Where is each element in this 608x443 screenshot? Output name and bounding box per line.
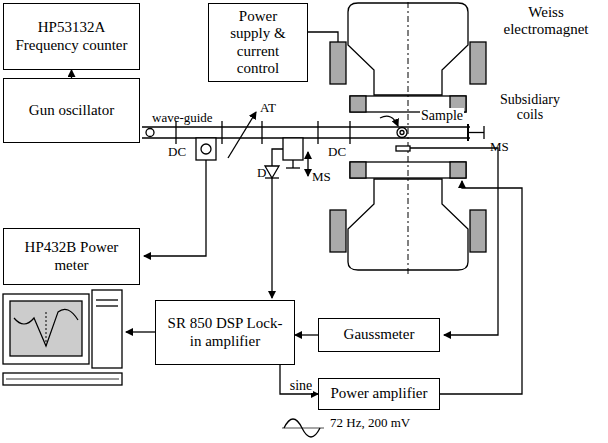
instrument-box: SR 850 DSP Lock-in amplifier [155,300,295,365]
short-label: MS [312,170,331,184]
box-text: Gaussmeter [344,326,415,343]
instrument-box: Power supply & current control [208,3,308,82]
box-text: HP53132A Frequency counter [12,19,131,54]
waveguide-label: wave-guide [152,111,213,125]
attenuator-label: AT [260,101,276,115]
edge-label: sine [289,378,314,393]
signal-connector [280,365,318,394]
instrument-box: Power amplifier [318,378,440,410]
sample-label: Sample [420,108,464,123]
source-box: Gun oscillator [3,78,140,143]
instrument-box: HP53132A Frequency counter [3,3,140,70]
signal-connector [71,70,72,78]
box-text: Power amplifier [330,385,427,402]
magnet-label: Weiss electromagnet [490,4,602,37]
instrument-box: HP432B Power meter [3,228,140,285]
box-text: Gun oscillator [29,102,114,119]
detector-label: D [257,166,266,180]
instrument-box: Gaussmeter [318,318,440,352]
coupler-label: DC [328,145,346,159]
signal-label: 72 Hz, 200 mV [330,416,410,430]
box-text: Power supply & current control [217,8,299,77]
short-label: MS [490,140,509,154]
coil-label: Subsidiary coils [490,92,570,123]
box-text: HP432B Power meter [12,239,131,274]
box-text: SR 850 DSP Lock-in amplifier [164,315,286,350]
signal-connector [295,334,318,335]
coupler-label: DC [168,145,186,159]
